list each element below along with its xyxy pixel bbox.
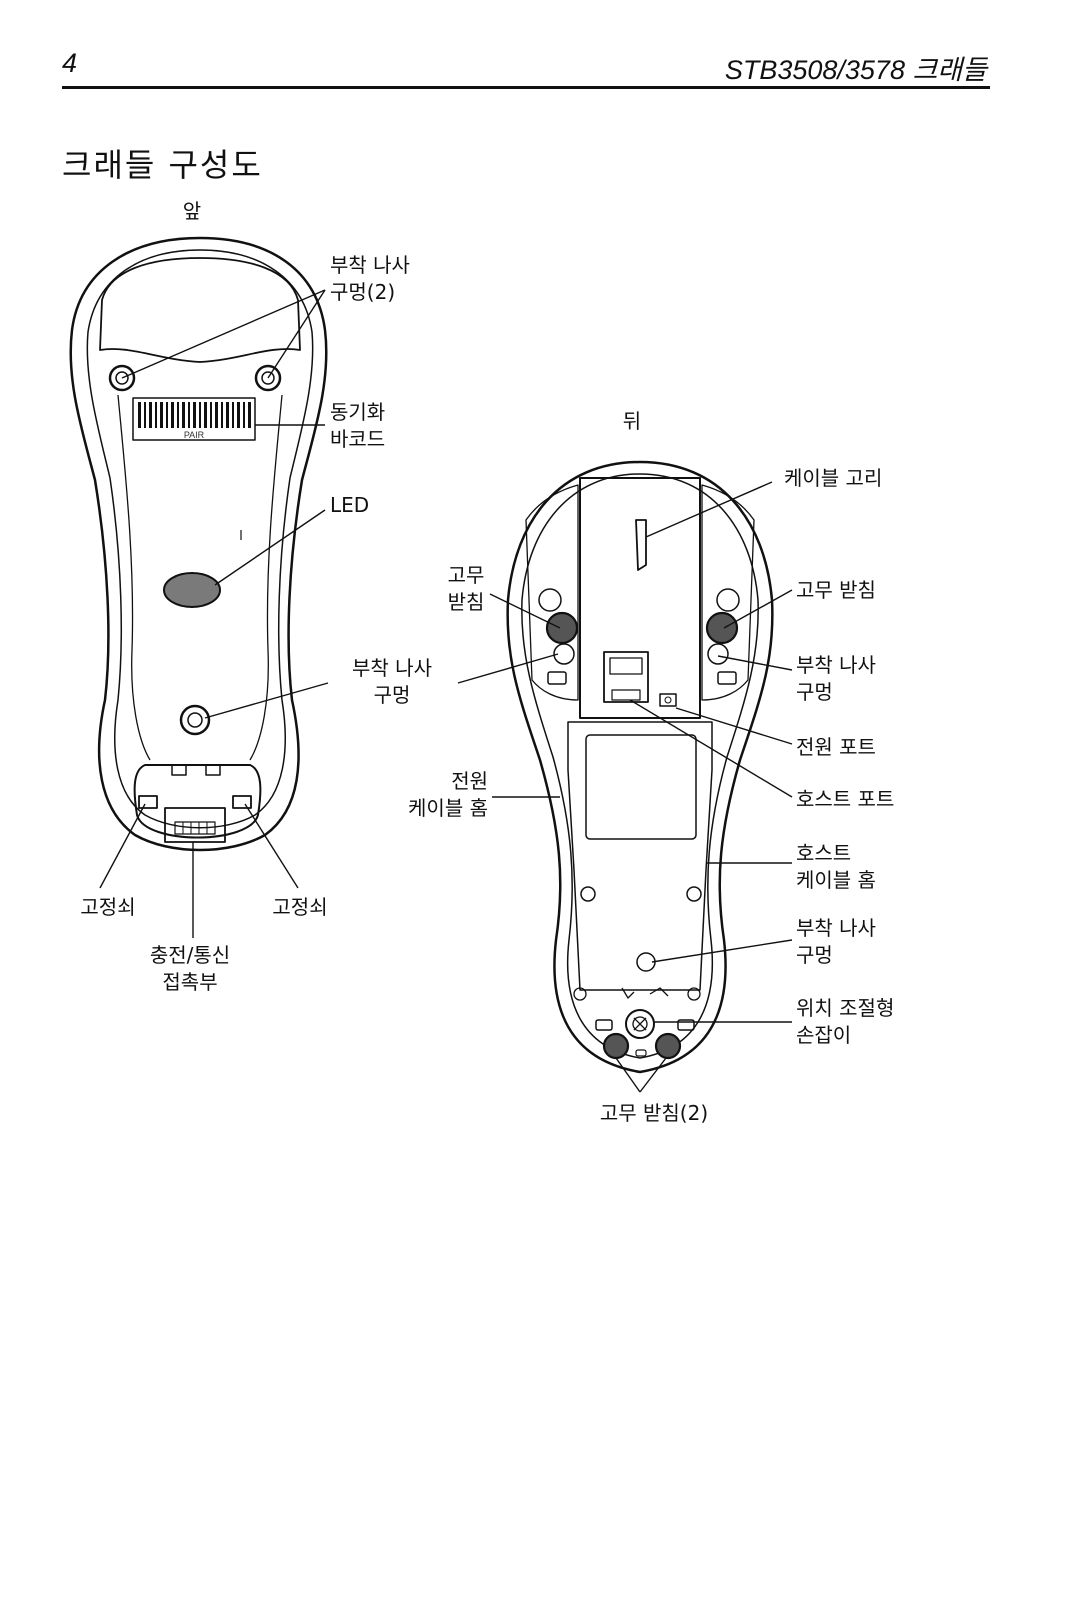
front-leader-lines	[99, 289, 329, 938]
mount-screw-hole-mid-line1: 부착 나사	[352, 656, 432, 680]
power-cable-groove-line2: 케이블 홈	[408, 796, 488, 820]
position-knob-line2: 손잡이	[796, 1023, 851, 1047]
charge-contacts-line1: 충전/통신	[150, 943, 230, 967]
host-cable-groove-line1: 호스트	[796, 841, 851, 865]
charge-contacts-line2: 접촉부	[162, 970, 217, 994]
header-rule	[62, 86, 990, 89]
mount-screw-holes-top-line2: 구멍(2)	[330, 280, 395, 304]
sync-barcode-line1: 동기화	[330, 400, 385, 424]
back-view-label: 뒤	[623, 409, 641, 433]
front-view-drawing	[69, 236, 328, 852]
mount-screw-hole-lower-line2: 구멍	[796, 943, 833, 967]
host-port-label: 호스트 포트	[796, 787, 894, 811]
sync-barcode-line2: 바코드	[330, 427, 385, 451]
mount-screw-hole-right-line1: 부착 나사	[796, 653, 876, 677]
mount-screw-hole-mid-line2: 구멍	[374, 683, 411, 707]
mount-screw-holes-top-line1: 부착 나사	[330, 253, 410, 277]
rubber-foot-left-line2: 받침	[448, 590, 485, 614]
rubber-foot-left-line1: 고무	[448, 563, 485, 587]
section-heading: 크래들 구성도	[62, 146, 263, 184]
back-view-drawing	[506, 460, 774, 1074]
mount-screw-hole-right-line2: 구멍	[796, 680, 833, 704]
pair-barcode-bars	[138, 402, 251, 428]
host-cable-groove-line2: 케이블 홈	[796, 868, 876, 892]
cable-hook-label: 케이블 고리	[784, 466, 882, 490]
power-port-label: 전원 포트	[796, 735, 876, 759]
rubber-foot-right-label: 고무 받침	[796, 578, 876, 602]
power-cable-groove-line1: 전원	[451, 769, 488, 793]
led-label: LED	[330, 493, 369, 517]
front-view-label: 앞	[183, 199, 201, 223]
position-knob-line1: 위치 조절형	[796, 996, 894, 1020]
back-leader-lines	[457, 481, 793, 1093]
mount-screw-hole-lower-line1: 부착 나사	[796, 916, 876, 940]
barcode-text: PAIR	[184, 430, 205, 440]
latch-left-label: 고정쇠	[80, 895, 135, 919]
document-title: STB3508/3578 크래들	[724, 55, 987, 85]
rubber-feet-bottom-label: 고무 받침(2)	[600, 1101, 708, 1125]
page-number: 4	[62, 48, 78, 78]
latch-right-label: 고정쇠	[272, 895, 327, 919]
